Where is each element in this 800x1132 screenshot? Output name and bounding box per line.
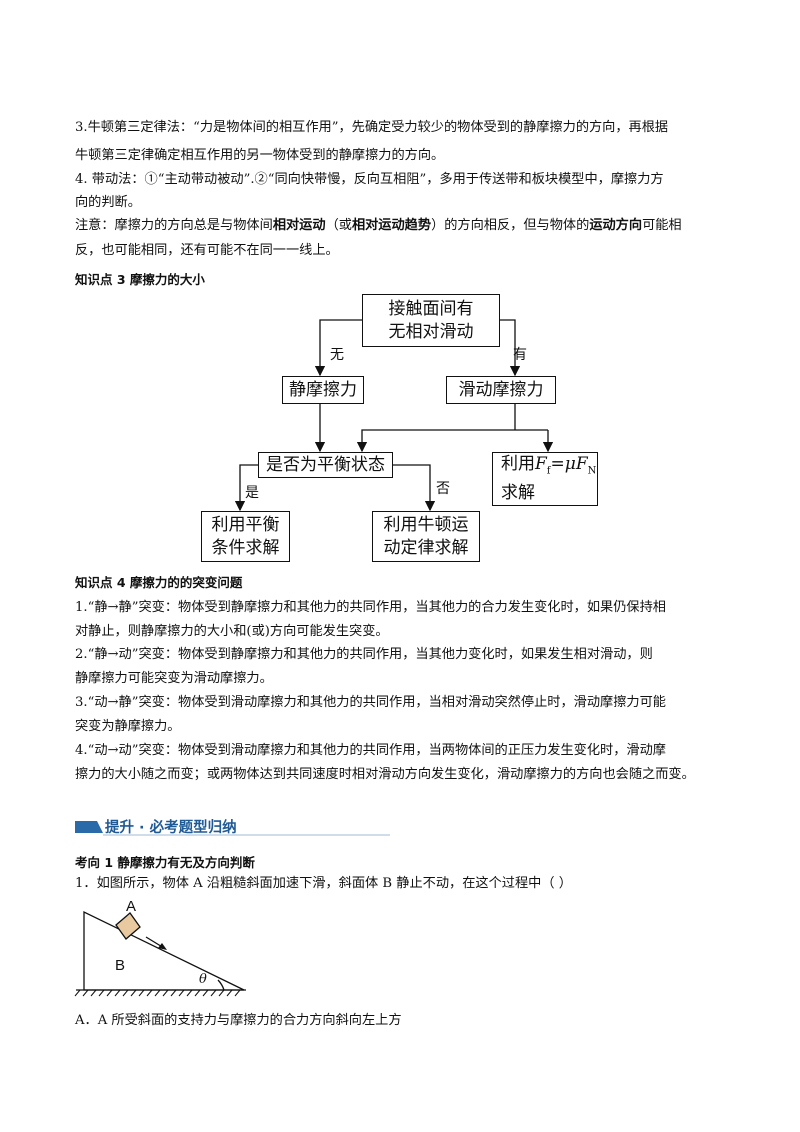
flow-root-line2: 无相对滑动 xyxy=(388,321,474,342)
formula-f: F xyxy=(535,453,547,474)
flow-formula-line2: 求解 xyxy=(501,483,535,504)
figure-label-b: B xyxy=(115,957,126,974)
kp4-item1-line2: 对静止，则静摩擦力的大小和(或)方向可能发生突变。 xyxy=(75,624,389,639)
block-a xyxy=(115,912,141,940)
flow-label-no: 无 xyxy=(330,347,344,363)
rule3-line1: 3.牛顿第三定律法：“力是物体间的相互作用”，先确定受力较少的物体受到的静摩擦力… xyxy=(75,120,669,135)
note-bold-motion-tendency: 相对运动趋势 xyxy=(351,218,432,233)
note-text-1: 注意：摩擦力的方向总是与物体间 xyxy=(75,218,273,233)
flow-root-box: 接触面间有 无相对滑动 xyxy=(362,294,500,347)
formula-mu: μ xyxy=(564,453,576,474)
note-bold-relative-motion: 相对运动 xyxy=(272,218,326,233)
flow-newton-line1: 利用牛顿运 xyxy=(383,514,469,535)
flow-eq-line1: 利用平衡 xyxy=(211,514,280,535)
note-text-2: （或 xyxy=(325,218,352,233)
kx1-title: 考向 1 静摩擦力有无及方向判断 xyxy=(75,855,255,870)
kp4-title: 知识点 4 摩擦力的的突变问题 xyxy=(75,575,243,590)
flow-label-shi: 是 xyxy=(245,485,259,501)
section-banner-title: 提升 · 必考题型归纳 xyxy=(105,820,237,836)
flow-balance-box: 是否为平衡状态 xyxy=(258,452,393,478)
rule4-line2: 向的判断。 xyxy=(75,195,141,210)
kp4-item4-line1: 4.“动→动”突变：物体受到滑动摩擦力和其他力的共同作用，当两物体间的正压力发生… xyxy=(75,743,666,758)
kp4-item2-line2: 静摩擦力可能突变为滑动摩擦力。 xyxy=(75,671,273,686)
flow-formula-box: 利用Ff=μFN 求解 xyxy=(492,452,598,506)
kp4-item3-line2: 突变为静摩擦力。 xyxy=(75,719,181,734)
note-bold-motion-direction: 运动方向 xyxy=(589,218,643,233)
kp4-item3-line1: 3.“动→静”突变：物体受到滑动摩擦力和其他力的共同作用，当相对滑动突然停止时，… xyxy=(75,695,666,710)
kp4-item4-line2: 擦力的大小随之而变；或两物体达到共同速度时相对滑动方向发生变化，滑动摩擦力的方向… xyxy=(75,767,695,782)
flow-static-box: 静摩擦力 xyxy=(282,376,364,404)
figure-label-theta: θ xyxy=(199,972,207,987)
note-line1: 注意：摩擦力的方向总是与物体间相对运动（或相对运动趋势）的方向相反，但与物体的运… xyxy=(75,216,682,236)
note-text-3: ）的方向相反，但与物体的 xyxy=(431,218,590,233)
formula-prefix: 利用 xyxy=(501,453,535,474)
ground-hatch xyxy=(74,989,241,997)
flow-equilibrium-box: 利用平衡 条件求解 xyxy=(201,511,290,562)
formula-f-sub: f xyxy=(546,465,551,477)
rule3-line2: 牛顿第三定律确定相互作用的另一物体受到的静摩擦力的方向。 xyxy=(75,148,445,163)
formula-n-sub: N xyxy=(587,465,597,477)
figure-label-a: A xyxy=(126,898,137,915)
formula-n: F xyxy=(575,453,588,474)
flow-newton-box: 利用牛顿运 动定律求解 xyxy=(372,511,480,562)
question-1: 1．如图所示，物体 A 沿粗糙斜面加速下滑，斜面体 B 静止不动，在这个过程中（… xyxy=(75,876,572,891)
option-a: A．A 所受斜面的支持力与摩擦力的合力方向斜向左上方 xyxy=(75,1013,402,1028)
flow-label-fou: 否 xyxy=(436,481,450,497)
angle-arc xyxy=(217,979,225,991)
flow-root-line1: 接触面间有 xyxy=(388,298,474,319)
formula-eq: = xyxy=(550,453,565,474)
kp3-title: 知识点 3 摩擦力的大小 xyxy=(75,272,205,287)
rule4-line1: 4. 带动法：①“主动带动被动”.②“同向快带慢，反向互相阻”，多用于传送带和板… xyxy=(75,172,664,187)
note-line2: 反，也可能相同，还有可能不在同一一线上。 xyxy=(75,243,339,258)
flow-eq-line2: 条件求解 xyxy=(211,537,280,558)
flow-formula-line1: 利用Ff=μFN xyxy=(501,453,596,482)
flow-label-yes: 有 xyxy=(513,347,527,363)
flow-sliding-box: 滑动摩擦力 xyxy=(446,376,556,404)
section-banner xyxy=(75,821,390,836)
note-text-4: 可能相 xyxy=(642,218,682,233)
kp4-item2-line1: 2.“静→动”突变：物体受到静摩擦力和其他力的共同作用，当其他力变化时，如果发生… xyxy=(75,647,653,662)
kp4-item1-line1: 1.“静→静”突变：物体受到静摩擦力和其他力的共同作用，当其他力的合力发生变化时… xyxy=(75,600,666,615)
incline-triangle xyxy=(83,910,245,991)
flow-newton-line2: 动定律求解 xyxy=(383,537,469,558)
